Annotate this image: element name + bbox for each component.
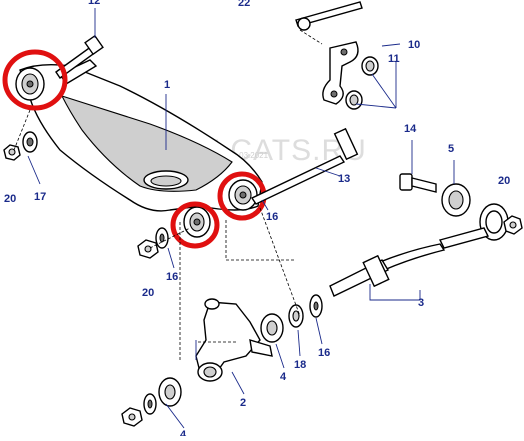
callout-4-right: 4 — [280, 371, 287, 383]
callout-14: 14 — [404, 123, 417, 135]
bolt-14 — [399, 173, 437, 193]
callout-13: 13 — [338, 173, 350, 185]
bolt-13 — [250, 127, 359, 205]
callout-18: 18 — [294, 359, 306, 371]
callout-17: 17 — [34, 191, 46, 203]
callout-20-left: 20 — [4, 193, 16, 205]
callout-16-upper: 16 — [266, 211, 278, 223]
nut-20-right — [503, 215, 523, 235]
washer-16-mid — [309, 294, 323, 318]
toe-link-rod — [329, 227, 490, 297]
callout-10: 10 — [408, 39, 420, 51]
callout-20-lower: 20 — [142, 287, 154, 299]
highlight-circle-left — [2, 49, 68, 111]
callout-5: 5 — [448, 143, 454, 155]
callout-16-mid: 16 — [166, 271, 178, 283]
knuckle — [195, 298, 273, 382]
washer-left — [22, 131, 38, 153]
bolt-12 — [55, 8, 104, 79]
bushing-5 — [441, 183, 471, 217]
bushing-11-upper — [361, 56, 379, 76]
bushing-right-lower — [183, 206, 211, 238]
watermark-date: 20.03.2021 — [228, 151, 269, 160]
nut-left — [3, 144, 21, 161]
callout-4-lower: 4 — [180, 429, 187, 436]
bushing-left — [15, 67, 45, 101]
nut-20-lower — [137, 239, 159, 259]
nut-lower — [121, 407, 143, 427]
bushing-18 — [288, 304, 304, 328]
control-arm — [19, 59, 263, 212]
washer-16-lower — [155, 227, 169, 249]
rod-end-eye — [479, 203, 509, 241]
callout-12: 12 — [88, 0, 100, 7]
callout-20-right: 20 — [498, 175, 510, 187]
callout-16-right: 16 — [318, 347, 330, 359]
bushing-right-upper — [228, 179, 258, 211]
bushing-11-lower — [345, 90, 363, 110]
callout-3: 3 — [418, 297, 424, 309]
callout-11: 11 — [388, 53, 400, 65]
washer-lower — [143, 393, 157, 415]
callout-2: 2 — [240, 397, 246, 409]
callout-22: 22 — [238, 0, 250, 9]
bushing-4-right — [260, 313, 284, 343]
highlight-circle-right-lower — [170, 201, 220, 249]
callout-1: 1 — [164, 79, 170, 91]
stabilizer-bar — [295, 1, 363, 45]
bushing-4-lower — [158, 377, 182, 407]
link-bracket-10 — [322, 41, 359, 105]
